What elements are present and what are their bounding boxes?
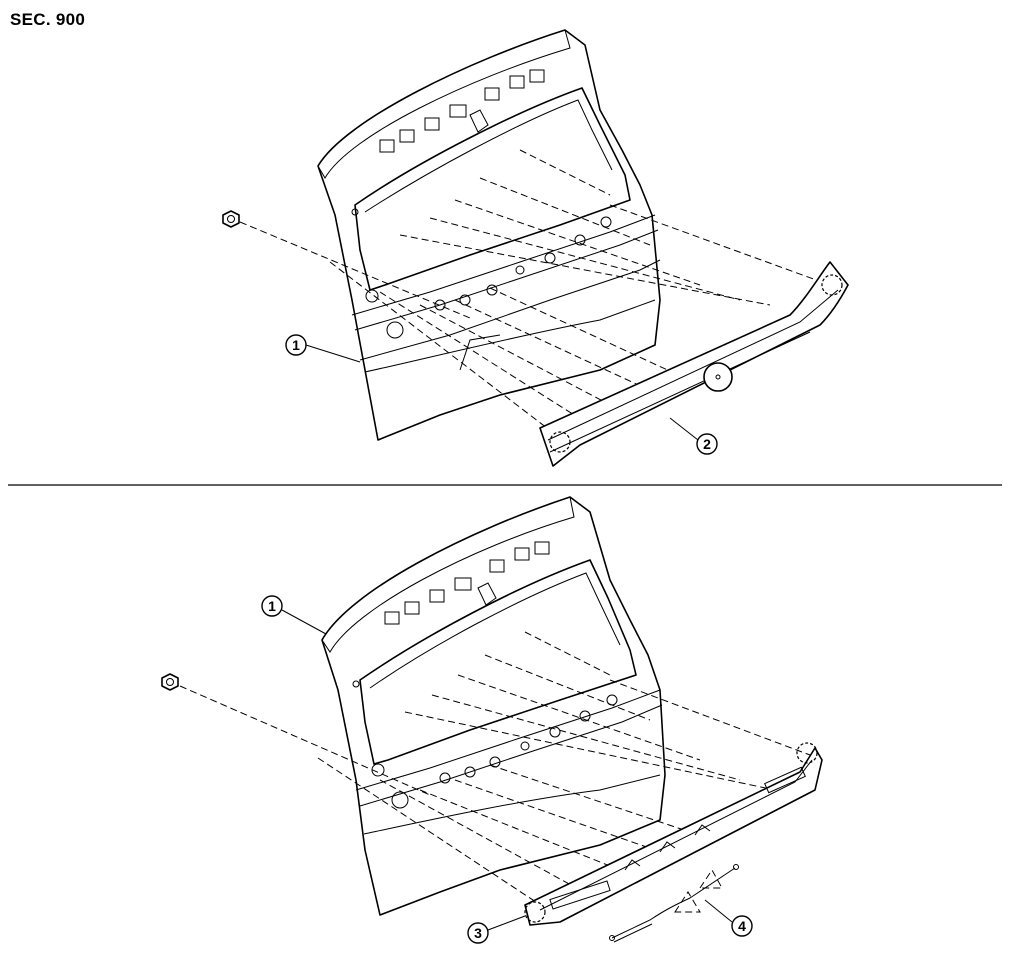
nut-icon-2 [161,673,179,691]
callout-3-label: 3 [474,925,482,941]
mounting-holes [351,208,612,339]
bottom-view: 1 3 4 [161,496,823,944]
callout-2-label: 2 [703,436,711,452]
wire-harness [609,864,739,943]
alignment-lines-2 [179,631,811,909]
callout-2: 2 [669,417,718,455]
section-label: SEC. 900 [10,10,86,29]
callout-1-bottom: 1 [261,595,327,635]
nut-icon [222,210,240,228]
hinge-brackets-2 [384,541,550,625]
callout-1-top-label: 1 [292,337,300,353]
back-door-panel-2 [321,496,666,916]
top-view: 1 2 [222,29,849,467]
callout-1-bottom-label: 1 [268,598,276,614]
callout-1-top: 1 [285,334,361,363]
back-door-finisher [539,261,849,467]
callout-4: 4 [704,899,753,937]
callout-3: 3 [467,915,526,944]
back-door-panel [317,29,661,441]
back-door-garnish [524,742,823,926]
callout-4-label: 4 [738,918,746,934]
alignment-lines [239,149,831,439]
hinge-brackets [379,69,545,153]
